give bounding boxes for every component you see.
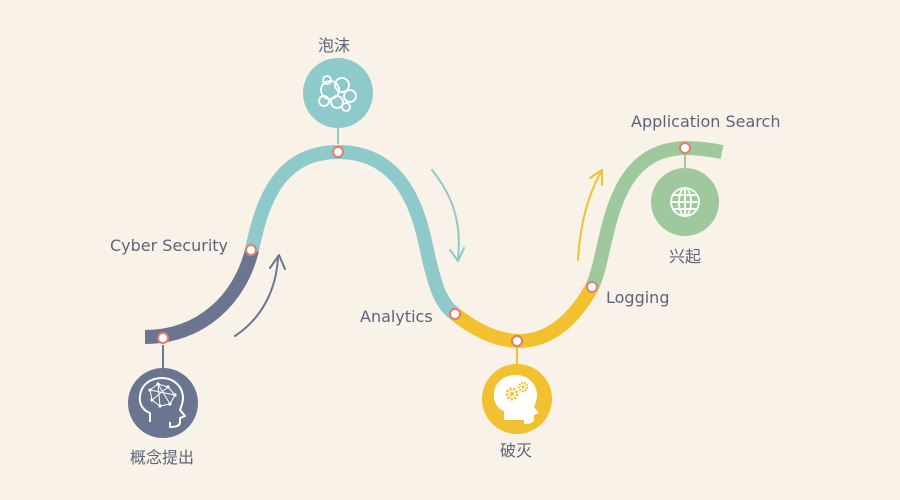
brain-network-lines xyxy=(149,383,176,407)
stage-label-bubble: 泡沫 xyxy=(318,36,351,55)
node-bubble xyxy=(332,146,344,158)
curve-segment-burst xyxy=(450,283,599,348)
node-burst xyxy=(511,335,523,347)
arrow-up-slate xyxy=(234,254,286,337)
node-analytics xyxy=(449,308,461,320)
milestone-label-analytics: Analytics xyxy=(360,307,433,326)
stage-label-rise: 兴起 xyxy=(669,247,702,266)
milestone-label-app-search: Application Search xyxy=(631,112,781,131)
node-logging xyxy=(586,281,598,293)
node-concept xyxy=(157,332,169,344)
brain-network-icon xyxy=(138,377,186,428)
arrow-up-yellow xyxy=(577,169,603,261)
node-app-search xyxy=(679,142,691,154)
globe-icon xyxy=(670,187,700,217)
stage-label-concept: 概念提出 xyxy=(130,448,195,467)
stage-rise xyxy=(651,168,719,236)
milestone-label-cyber-security: Cyber Security xyxy=(110,236,229,255)
milestone-label-logging: Logging xyxy=(606,288,670,307)
bubbles-icon xyxy=(318,75,357,112)
curve-segment-rise xyxy=(585,140,724,291)
stage-concept xyxy=(128,368,198,438)
head-gears-icon xyxy=(493,375,539,424)
curve-segment-bubble xyxy=(245,144,460,320)
node-cyber-security xyxy=(245,244,257,256)
curve-segment-concept xyxy=(144,248,259,344)
stage-label-burst: 破灭 xyxy=(500,441,533,460)
arrow-down-teal xyxy=(431,169,465,262)
stage-bubble xyxy=(303,58,373,128)
stage-burst xyxy=(482,364,552,434)
